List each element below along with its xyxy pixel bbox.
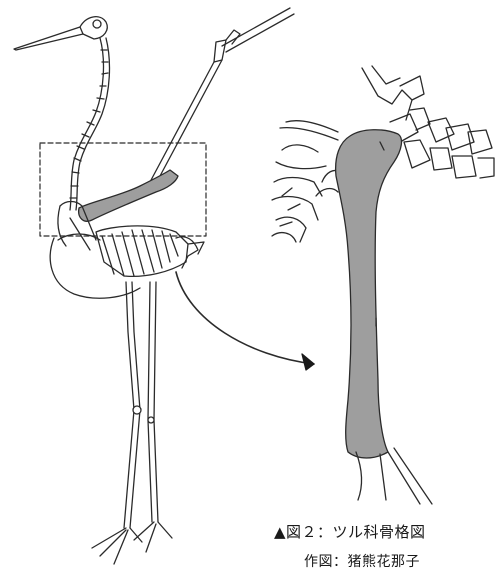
figure-caption-title: ▲図２：ツル科骨格図 [274, 521, 426, 542]
figure-caption-credit: 作図：猪熊花那子 [304, 551, 420, 571]
ribcage [96, 226, 188, 276]
skull [14, 17, 107, 50]
neck-vertebrae [70, 38, 109, 210]
selection-box [40, 143, 206, 236]
humerus-highlight-small [79, 170, 178, 221]
legs [124, 282, 158, 528]
humerus-highlight-large [336, 130, 402, 458]
crane-skeleton [14, 8, 294, 564]
wing [150, 8, 294, 182]
zoom-arrow [176, 272, 314, 370]
feet [92, 522, 172, 564]
pelvis [50, 234, 204, 298]
zoomed-shoulder-view [272, 66, 494, 504]
